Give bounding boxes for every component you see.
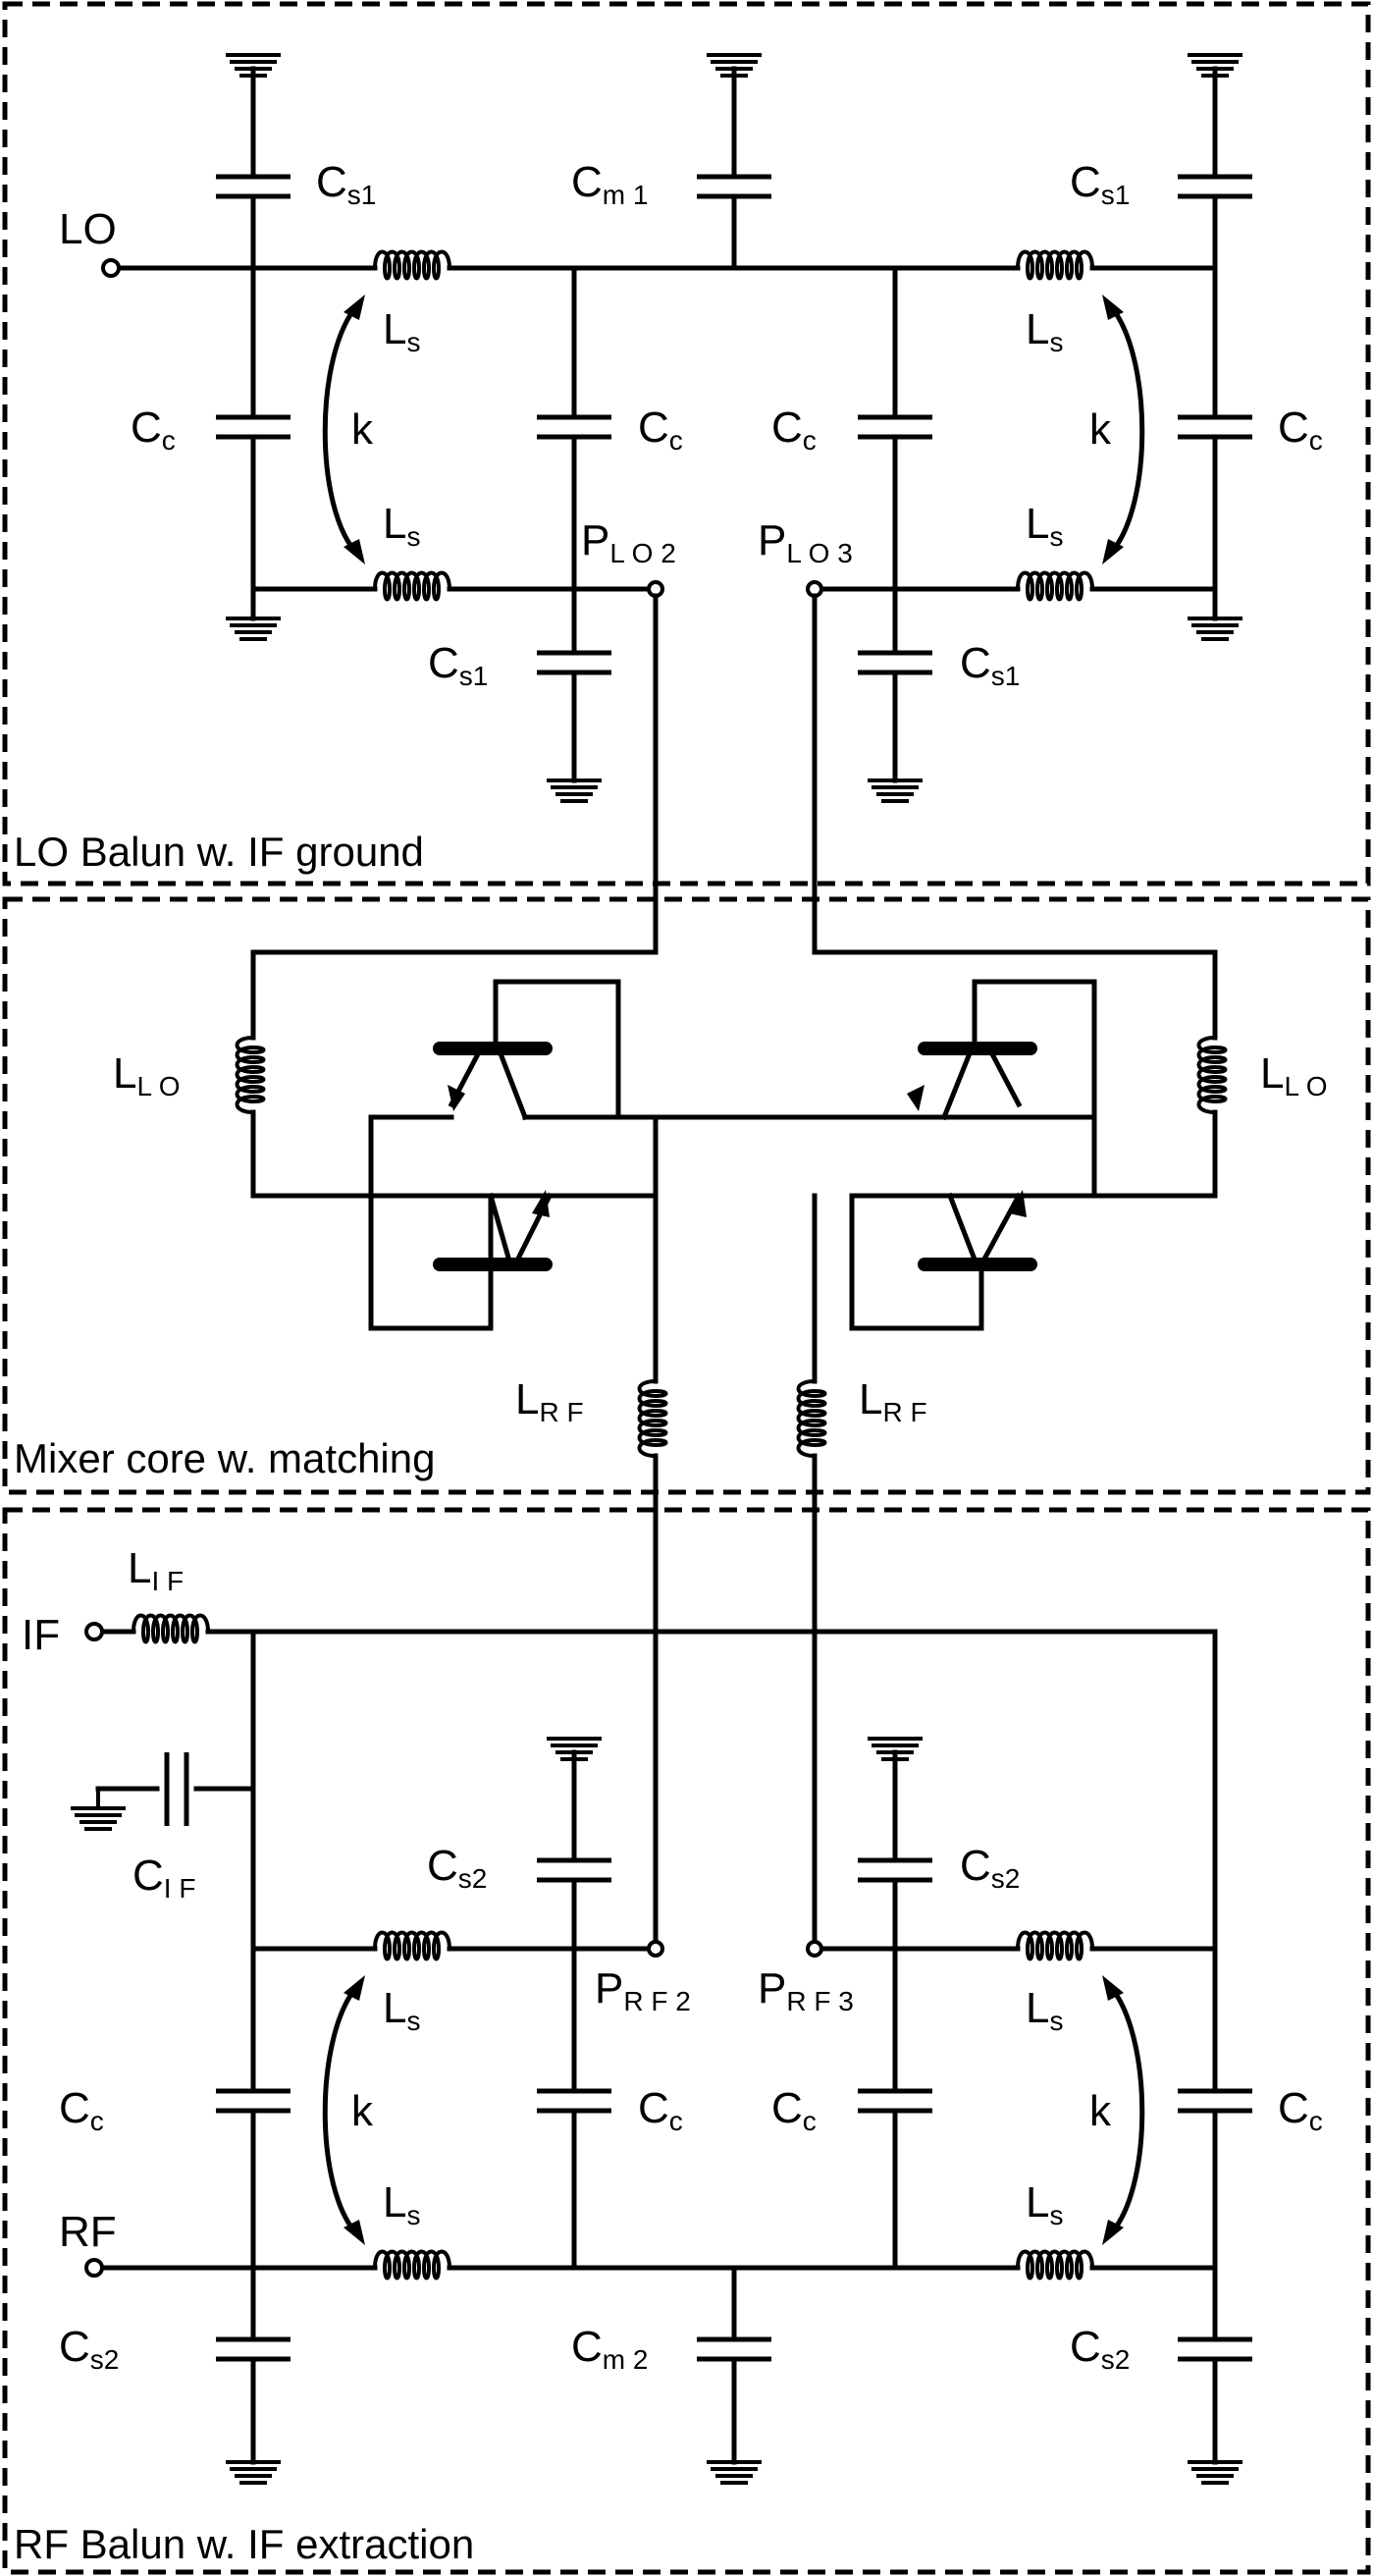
svg-text:Ls: Ls <box>383 2178 420 2230</box>
cc-label-lo-1: Cc <box>131 403 176 456</box>
lo-balun-label: LO Balun w. IF ground <box>14 829 424 875</box>
k-label-lo-right: k <box>1089 405 1112 454</box>
plo3-label: PL O 3 <box>758 516 853 568</box>
if-port-label: IF <box>22 1611 60 1659</box>
svg-text:Cc: Cc <box>771 403 817 456</box>
svg-text:Ls: Ls <box>1026 500 1063 552</box>
cc-label-lo-3: Cc <box>771 403 817 456</box>
lo-balun-circuit <box>101 53 1252 803</box>
ls-label-lo-bl: Ls <box>383 500 420 552</box>
ls-label-rf-br: Ls <box>1026 2178 1063 2230</box>
svg-text:Ls: Ls <box>383 305 420 357</box>
cc-label-rf-1: Cc <box>59 2084 104 2136</box>
lo-port-label: LO <box>59 205 117 253</box>
cs1-label-top-right: Cs1 <box>1070 158 1130 210</box>
svg-text:PL O 2: PL O 2 <box>581 516 676 568</box>
mixer-core-circuit <box>238 593 1226 1952</box>
if-port-node <box>84 1622 104 1641</box>
cc-label-rf-2: Cc <box>638 2084 683 2136</box>
llo-label-right: LL O <box>1260 1049 1328 1101</box>
ls-label-lo-br: Ls <box>1026 500 1063 552</box>
rf-port-label: RF <box>59 2208 117 2256</box>
cs1-label-bot-right: Cs1 <box>960 639 1020 691</box>
svg-text:Ls: Ls <box>383 1984 420 2036</box>
cs2-label-rf-tl: Cs2 <box>427 1842 487 1894</box>
svg-text:LR F: LR F <box>859 1375 927 1427</box>
rf-balun-circuit <box>69 1616 1252 2485</box>
svg-text:Ls: Ls <box>383 500 420 552</box>
cc-label-lo-4: Cc <box>1278 403 1323 456</box>
ls-label-rf-tl: Ls <box>383 1984 420 2036</box>
cc-label-rf-3: Cc <box>771 2084 817 2136</box>
svg-text:Cm 1: Cm 1 <box>571 158 648 210</box>
k-label-rf-right: k <box>1089 2087 1112 2135</box>
prf2-label: PR F 2 <box>595 1964 691 2016</box>
svg-text:Cs2: Cs2 <box>427 1842 487 1894</box>
svg-text:LR F: LR F <box>515 1375 584 1427</box>
cs2-label-rf-br: Cs2 <box>1070 2323 1130 2375</box>
ls-label-lo-tl: Ls <box>383 305 420 357</box>
lo-balun-box <box>2 1 1371 886</box>
cs1-label-bot-left: Cs1 <box>428 639 488 691</box>
svg-text:Cc: Cc <box>638 403 683 456</box>
svg-text:Ls: Ls <box>1026 2178 1063 2230</box>
svg-text:Cs1: Cs1 <box>1070 158 1130 210</box>
ls-label-rf-tr: Ls <box>1026 1984 1063 2036</box>
k-label-lo-left: k <box>351 405 374 454</box>
rf-balun-box <box>2 1507 1371 2575</box>
svg-text:LL O: LL O <box>1260 1049 1328 1101</box>
svg-text:PR F 3: PR F 3 <box>758 1964 854 2016</box>
k-label-rf-left: k <box>351 2087 374 2135</box>
svg-text:Cs1: Cs1 <box>960 639 1020 691</box>
llo-label-left: LL O <box>113 1049 181 1101</box>
plo2-label: PL O 2 <box>581 516 676 568</box>
cif-label: CI F <box>132 1852 195 1904</box>
svg-text:Ls: Ls <box>1026 305 1063 357</box>
svg-text:Cs2: Cs2 <box>960 1842 1020 1894</box>
prf2-node <box>647 1940 664 1958</box>
svg-text:Cc: Cc <box>638 2084 683 2136</box>
svg-text:Ls: Ls <box>1026 1984 1063 2036</box>
svg-text:Cs2: Cs2 <box>1070 2323 1130 2375</box>
cm2-label: Cm 2 <box>571 2323 648 2375</box>
lo-port-node <box>101 258 121 278</box>
cc-label-rf-4: Cc <box>1278 2084 1323 2136</box>
svg-text:CI F: CI F <box>132 1852 195 1904</box>
svg-text:Cs1: Cs1 <box>428 639 488 691</box>
mixer-core-box <box>2 896 1371 1495</box>
coupling-arrow-lo-right <box>1105 300 1145 559</box>
svg-text:Cm 2: Cm 2 <box>571 2323 648 2375</box>
svg-text:LI F: LI F <box>128 1544 184 1596</box>
svg-text:Cc: Cc <box>131 403 176 456</box>
mixer-core-label: Mixer core w. matching <box>14 1435 435 1481</box>
prf3-label: PR F 3 <box>758 1964 854 2016</box>
svg-text:LL O: LL O <box>113 1049 181 1101</box>
svg-text:PL O 3: PL O 3 <box>758 516 853 568</box>
svg-text:Cc: Cc <box>771 2084 817 2136</box>
rf-port-node <box>84 2258 104 2278</box>
svg-text:Cs1: Cs1 <box>316 158 376 210</box>
cs2-label-rf-tr: Cs2 <box>960 1842 1020 1894</box>
svg-text:PR F 2: PR F 2 <box>595 1964 691 2016</box>
cs1-label-top-left: Cs1 <box>316 158 376 210</box>
lif-label: LI F <box>128 1544 184 1596</box>
rf-balun-label: RF Balun w. IF extraction <box>14 2521 474 2567</box>
svg-text:Cc: Cc <box>1278 2084 1323 2136</box>
prf3-node <box>806 1940 823 1958</box>
cm1-label: Cm 1 <box>571 158 648 210</box>
ls-label-rf-bl: Ls <box>383 2178 420 2230</box>
svg-text:Cs2: Cs2 <box>59 2323 119 2375</box>
lrf-label-right: LR F <box>859 1375 927 1427</box>
lrf-label-left: LR F <box>515 1375 584 1427</box>
svg-text:Cc: Cc <box>1278 403 1323 456</box>
svg-text:Cc: Cc <box>59 2084 104 2136</box>
coupling-arrow-lo-left <box>322 300 362 559</box>
cc-label-lo-2: Cc <box>638 403 683 456</box>
coupling-arrow-rf-right <box>1105 1981 1145 2239</box>
cs2-label-rf-bl: Cs2 <box>59 2323 119 2375</box>
ls-label-lo-tr: Ls <box>1026 305 1063 357</box>
coupling-arrow-rf-left <box>322 1981 362 2239</box>
